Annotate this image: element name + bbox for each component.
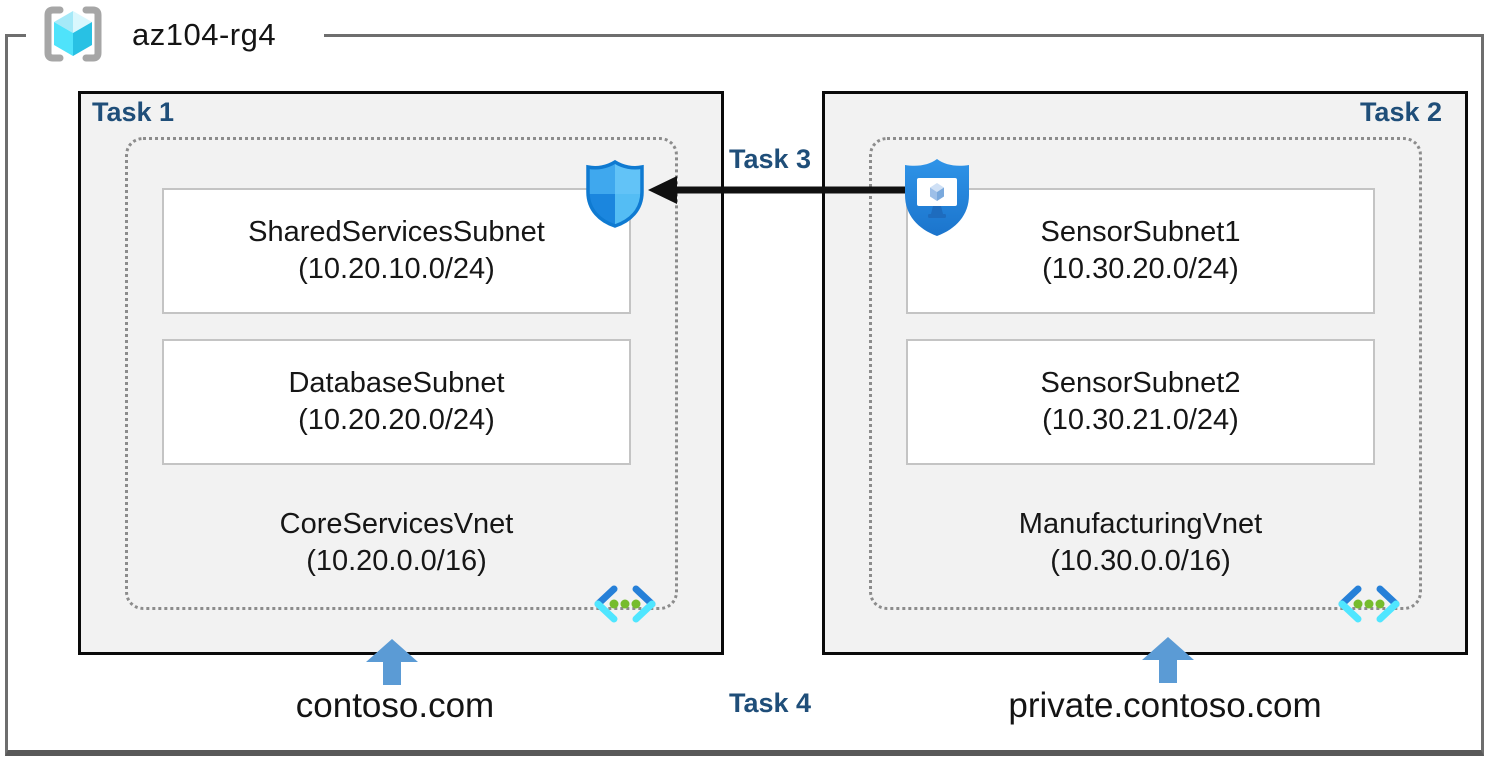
task2-label: Task 2 bbox=[1359, 97, 1442, 127]
virtual-network-icon bbox=[594, 585, 656, 623]
left-arrow-icon bbox=[648, 176, 908, 204]
network-security-group-shield-icon bbox=[586, 159, 644, 228]
subnet-name: SensorSubnet2 bbox=[1040, 367, 1241, 399]
private-contoso-dns-label: private.contoso.com bbox=[1008, 686, 1322, 725]
subnet-cidr: (10.20.20.0/24) bbox=[298, 404, 495, 436]
subnet-cidr: (10.30.20.0/24) bbox=[1042, 253, 1239, 285]
task4-label: Task 4 bbox=[728, 688, 812, 718]
up-arrow-icon bbox=[1142, 637, 1194, 683]
manufacturing-vnet-label: ManufacturingVnet (10.30.0.0/16) bbox=[906, 506, 1375, 580]
subnet-name: SharedServicesSubnet bbox=[248, 216, 545, 248]
resource-group-icon bbox=[44, 6, 102, 62]
subnet-name: SensorSubnet1 bbox=[1040, 216, 1241, 248]
sensor-subnet2-box: SensorSubnet2 (10.30.21.0/24) bbox=[906, 339, 1375, 465]
core-services-vnet-label: CoreServicesVnet (10.20.0.0/16) bbox=[162, 506, 631, 580]
task1-label: Task 1 bbox=[92, 97, 175, 127]
up-arrow-icon bbox=[366, 639, 418, 685]
resource-group-title: az104-rg4 bbox=[132, 17, 277, 52]
vnet-cidr: (10.30.0.0/16) bbox=[1050, 545, 1231, 577]
vnet-name: ManufacturingVnet bbox=[1018, 508, 1263, 540]
database-subnet-box: DatabaseSubnet (10.20.20.0/24) bbox=[162, 339, 631, 465]
virtual-network-icon bbox=[1338, 585, 1400, 623]
subnet-cidr: (10.20.10.0/24) bbox=[298, 253, 495, 285]
contoso-dns-label: contoso.com bbox=[295, 686, 495, 725]
core-services-vnet-boundary bbox=[125, 137, 678, 610]
sensor-subnet1-box: SensorSubnet1 (10.30.20.0/24) bbox=[906, 188, 1375, 314]
bastion-shield-icon bbox=[905, 159, 969, 236]
subnet-name: DatabaseSubnet bbox=[288, 367, 505, 399]
subnet-cidr: (10.30.21.0/24) bbox=[1042, 404, 1239, 436]
vnet-cidr: (10.20.0.0/16) bbox=[306, 545, 487, 577]
resource-group-frame bbox=[5, 34, 1484, 756]
task3-label: Task 3 bbox=[728, 144, 812, 174]
manufacturing-vnet-boundary bbox=[869, 137, 1422, 610]
vnet-name: CoreServicesVnet bbox=[279, 508, 514, 540]
shared-services-subnet-box: SharedServicesSubnet (10.20.10.0/24) bbox=[162, 188, 631, 314]
